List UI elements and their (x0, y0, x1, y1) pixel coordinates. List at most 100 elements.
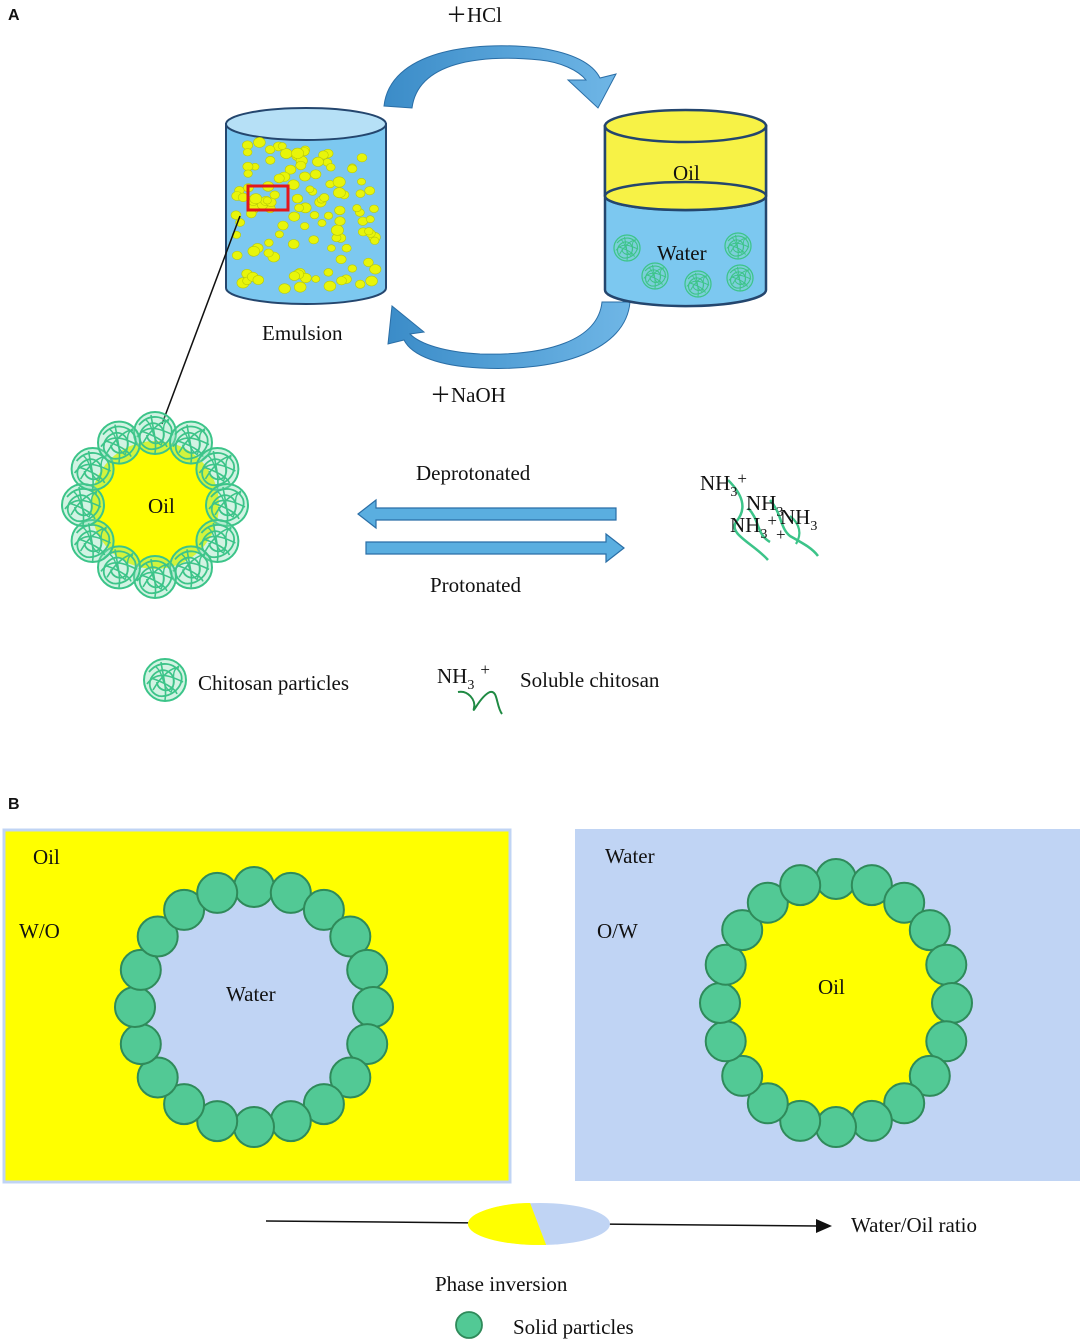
oil-droplet (335, 254, 347, 264)
oil-droplet (326, 163, 336, 172)
w-o-particle-shell (114, 866, 394, 1148)
solid-particle (233, 866, 275, 908)
oil-droplet (273, 173, 285, 184)
oil-droplet (294, 281, 307, 293)
w-o-core-label: Water (226, 982, 276, 1006)
solid-particle (163, 1083, 206, 1126)
oil-droplet (355, 189, 366, 198)
solid-particle (352, 986, 394, 1028)
oil-droplet (332, 176, 346, 188)
oil-droplet (265, 145, 276, 154)
oil-droplet (305, 185, 315, 193)
legend-chitosan-particles: Chitosan particles (198, 671, 349, 695)
solid-particle (779, 1099, 822, 1142)
beaker-water-label: Water (657, 241, 707, 265)
oil-droplet (287, 179, 300, 190)
solid-particle (815, 1106, 857, 1148)
solid-particle (346, 1023, 389, 1066)
oil-droplet (277, 142, 287, 150)
phase-inversion-ellipse (467, 1203, 610, 1245)
oil-droplet (310, 169, 322, 180)
svg-text:+: + (776, 525, 786, 544)
w-o-type-label: W/O (19, 919, 60, 943)
oil-droplet (278, 283, 291, 294)
oil-droplet (242, 148, 253, 157)
solid-particle (136, 915, 179, 958)
oil-droplet (334, 205, 346, 216)
oil-droplet (319, 193, 330, 202)
oil-droplet (269, 190, 280, 200)
oil-droplet (309, 211, 320, 220)
solid-particle (136, 1056, 179, 1099)
solid-particle (196, 871, 239, 914)
hcl-curved-arrow (383, 45, 617, 109)
solid-particle (329, 915, 372, 958)
legend-soluble-chitosan: Soluble chitosan (520, 668, 660, 692)
soluble-chitosan-legend-icon (457, 690, 503, 715)
naoh-curved-arrow (387, 301, 631, 369)
oil-droplet (352, 204, 362, 213)
oil-droplet (347, 164, 358, 174)
oil-droplet (333, 187, 346, 199)
o-w-type-label: O/W (597, 919, 638, 943)
solid-particle (746, 881, 789, 924)
solid-particle (721, 909, 764, 952)
solid-particle (746, 1082, 789, 1125)
water-core (132, 885, 376, 1129)
oil-droplet (264, 238, 274, 247)
oil-droplet (242, 140, 254, 150)
oil-droplet (317, 219, 327, 227)
solid-particle (883, 1082, 926, 1125)
oil-droplet (243, 169, 253, 178)
oil-droplet (288, 211, 301, 222)
oil-droplet (249, 193, 263, 205)
solid-particle (699, 982, 741, 1024)
solid-particle (302, 888, 345, 931)
oil-droplet (262, 196, 272, 205)
solid-particle (908, 909, 951, 952)
oil-droplet (369, 264, 382, 275)
oil-droplet (242, 161, 254, 172)
solid-particle (815, 858, 857, 900)
oil-droplet (277, 220, 289, 231)
solid-particle (163, 888, 206, 931)
oil-droplet (274, 230, 284, 239)
water-oil-ratio-label: Water/Oil ratio (851, 1213, 977, 1237)
oil-droplet (369, 204, 379, 213)
droplet-oil-label: Oil (148, 494, 175, 518)
nh3-labels: NH3+ NH3 NH3+ NH3 + (700, 469, 817, 544)
zoom-box (246, 184, 290, 212)
o-w-medium-label: Water (605, 844, 655, 868)
w-o-medium-label: Oil (33, 845, 60, 869)
oil-droplet (288, 271, 301, 281)
solid-particle (779, 864, 822, 907)
oil-core (720, 879, 952, 1127)
oil-droplet (347, 264, 357, 273)
oil-droplet (312, 156, 324, 167)
o-w-core-label: Oil (818, 975, 845, 999)
oil-droplet (265, 156, 276, 165)
deprotonated-arrow (357, 498, 617, 530)
solid-particle (850, 1099, 893, 1142)
oil-droplet (300, 222, 310, 230)
solid-particle (119, 1023, 162, 1066)
solid-particle (302, 1083, 345, 1126)
oil-droplet (370, 236, 380, 245)
zoom-line (161, 215, 241, 425)
oil-droplet (284, 164, 297, 175)
solid-particle (908, 1054, 951, 1097)
oil-droplet (330, 224, 344, 236)
svg-text:NH3+: NH3+ (730, 511, 777, 542)
oil-droplet (365, 275, 378, 287)
svg-text:NH3: NH3 (780, 505, 817, 534)
solid-particle (329, 1056, 372, 1099)
solid-particle (883, 881, 926, 924)
chitosan-stabilized-droplet (61, 411, 249, 599)
oil-droplet (263, 248, 274, 258)
oil-droplets (230, 137, 382, 294)
oil-droplet (294, 203, 304, 213)
oil-droplet (288, 239, 300, 249)
oil-droplet (295, 160, 307, 171)
solid-particle (269, 871, 312, 914)
oil-droplet (253, 137, 266, 148)
